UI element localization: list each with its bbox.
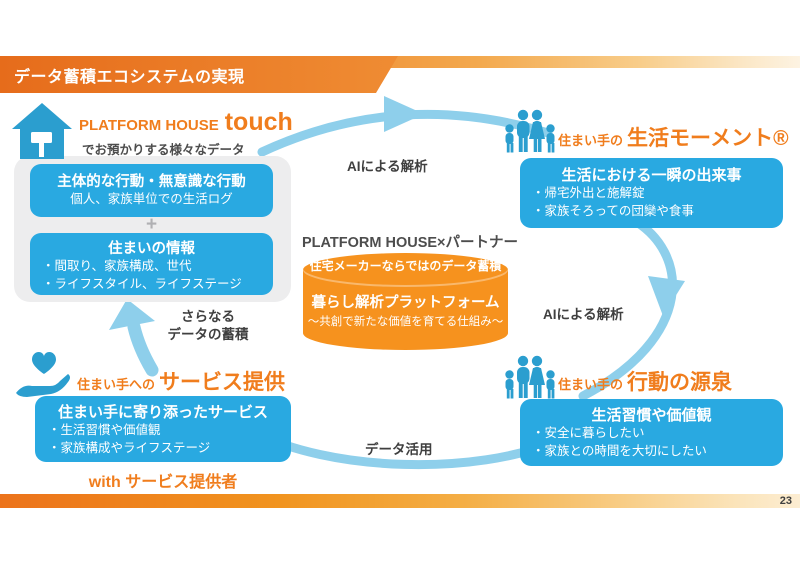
behavior-source-line: ・家族との時間を大切にしたい xyxy=(532,443,707,458)
behavior-source-prefix: 住まい手の xyxy=(558,377,624,392)
behavior-source-heading: 住まい手の行動の源泉 xyxy=(558,366,732,396)
slide-title-banner: データ蓄積エコシステムの実現 xyxy=(0,56,398,93)
house-icon xyxy=(12,103,72,159)
life-moment-prefix: 住まい手の xyxy=(558,133,624,148)
cylinder-subtitle: ～共創で新たな価値を育てる仕組み～ xyxy=(307,316,504,328)
life-moment-line: ・帰宅外出と施解錠 xyxy=(532,186,645,200)
flow-label-left-line2: データの蓄積 xyxy=(167,326,249,342)
service-line: ・家族構成やライフステージ xyxy=(48,440,211,455)
behavior-source-box: 生活習慣や価値観 ・安全に暮らしたい ・家族との時間を大切にしたい xyxy=(520,399,783,466)
service-box: 住まい手に寄り添ったサービス ・生活習慣や価値観 ・家族構成やライフステージ xyxy=(35,396,291,462)
platform-house-heading: PLATFORM HOUSE touch xyxy=(79,108,293,137)
slide-title: データ蓄積エコシステムの実現 xyxy=(14,68,245,86)
service-label: サービス提供 xyxy=(159,371,286,394)
flow-label-left-line1: さらなる xyxy=(181,309,235,324)
cylinder-top xyxy=(303,253,508,287)
service-title: 住まい手に寄り添ったサービス xyxy=(57,404,268,421)
life-moment-label: 生活モーメント® xyxy=(627,127,789,150)
life-moment-title: 生活における一瞬の出来事 xyxy=(561,167,742,184)
flow-label-ai-top: AIによる解析 xyxy=(347,159,428,174)
flow-label-ai-right: AIによる解析 xyxy=(543,307,624,322)
service-footer: with サービス提供者 xyxy=(88,474,238,491)
arrowhead-up-icon xyxy=(109,299,155,330)
housing-info-box: 住まいの情報 ・間取り、家族構成、世代 ・ライフスタイル、ライフステージ xyxy=(30,233,273,295)
platform-house-brand: PLATFORM HOUSE xyxy=(79,117,219,134)
platform-house-subtitle: でお預かりする様々なデータ xyxy=(82,143,245,157)
behavior-source-label: 行動の源泉 xyxy=(627,371,733,394)
cylinder-caption: 住宅メーカーならではのデータ蓄積 xyxy=(309,259,502,273)
plus-icon: + xyxy=(145,214,158,235)
housing-info-line: ・ライフスタイル、ライフステージ xyxy=(42,276,242,291)
family-icon xyxy=(505,355,555,399)
hand-heart-icon xyxy=(16,352,70,397)
life-moment-box: 生活における一瞬の出来事 ・帰宅外出と施解錠 ・家族そろっての団欒や食事 xyxy=(520,158,783,228)
arrowhead-right-icon xyxy=(384,96,424,132)
housing-info-title: 住まいの情報 xyxy=(108,241,195,257)
cylinder-title: 暮らし解析プラットフォーム xyxy=(311,295,500,311)
behavior-data-title: 主体的な行動・無意識な行動 xyxy=(57,174,246,190)
life-moment-line: ・家族そろっての団欒や食事 xyxy=(532,203,694,218)
family-icon xyxy=(505,109,555,153)
arrowhead-down-icon xyxy=(648,276,685,316)
behavior-source-line: ・安全に暮らしたい xyxy=(532,426,645,440)
platform-house-touch: touch xyxy=(224,108,293,136)
behavior-data-box: 主体的な行動・無意識な行動 個人、家族単位での生活ログ xyxy=(30,164,273,217)
arc-left xyxy=(127,320,159,377)
life-moment-heading: 住まい手の生活モーメント® xyxy=(558,122,789,152)
behavior-data-line: 個人、家族単位での生活ログ xyxy=(70,192,233,206)
page-number: 23 xyxy=(779,495,792,507)
flow-label-further-accumulation: さらなる データの蓄積 xyxy=(158,308,258,343)
housing-info-line: ・間取り、家族構成、世代 xyxy=(42,259,192,273)
service-heading: 住まい手へのサービス提供 xyxy=(77,366,285,396)
service-line: ・生活習慣や価値観 xyxy=(48,423,161,437)
cylinder-bottom xyxy=(303,316,508,350)
platform-database-cylinder: 住宅メーカーならではのデータ蓄積 暮らし解析プラットフォーム ～共創で新たな価値… xyxy=(303,253,508,350)
service-prefix: 住まい手への xyxy=(77,377,156,392)
footer-bar xyxy=(0,494,800,508)
flow-label-data-use: データ活用 xyxy=(365,442,433,457)
center-partner-heading: PLATFORM HOUSE×パートナー xyxy=(301,235,519,251)
behavior-source-title: 生活習慣や価値観 xyxy=(591,407,712,424)
